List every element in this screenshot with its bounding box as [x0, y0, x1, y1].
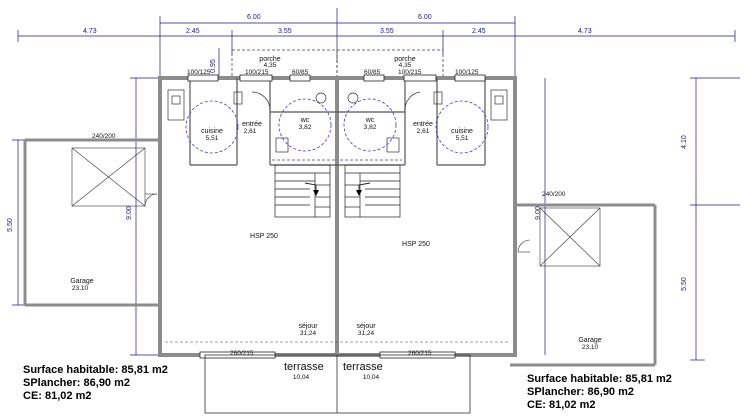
label-hsp-left: HSP 250	[250, 233, 278, 240]
stairs-right	[344, 164, 401, 218]
area-porche-right: 4,35	[399, 62, 412, 69]
fixtures	[167, 89, 508, 153]
label-right-bay: 260/215	[408, 350, 432, 357]
garage-left-shaft	[71, 147, 158, 207]
area-sejour-right: 31,24	[358, 330, 375, 337]
summary-right-ce: CE: 81,02 m2	[527, 399, 596, 411]
room-wc-left: wc	[300, 117, 310, 124]
side-dimension-lines	[12, 48, 740, 361]
area-terrasse-right: 10,04	[363, 374, 380, 381]
summary-right-habitable: Surface habitable: 85,81 m2	[527, 373, 672, 385]
summary-left-ce: CE: 81,02 m2	[23, 390, 92, 402]
area-garage-left: 23,10	[72, 285, 89, 292]
room-garage-left: Garage	[70, 278, 93, 285]
room-sejour-right: séjour	[356, 323, 376, 330]
top-windows	[187, 74, 486, 82]
dim-right-upper: 4.10	[681, 135, 688, 149]
area-terrasse-left: 10,04	[293, 374, 310, 381]
label-left-door-entree: 100/215	[245, 69, 269, 76]
summary-left-plancher: SPlancher: 86,90 m2	[23, 377, 131, 389]
stairs-left	[274, 164, 331, 218]
area-entree-left: 2,61	[244, 128, 257, 135]
area-wc-right: 3,82	[364, 124, 377, 131]
building-walls	[158, 76, 517, 357]
garage-left	[23, 138, 160, 307]
room-entree-left: entrée	[242, 121, 262, 128]
dim-left-a: 2.45	[186, 28, 200, 35]
dim-outer-right: 4.73	[578, 28, 592, 35]
area-wc-left: 3,82	[299, 124, 312, 131]
summary-right: Surface habitable: 85,81 m2 SPlancher: 8…	[527, 373, 672, 412]
room-cuisine-right: cuisine	[451, 128, 473, 135]
summary-right-plancher: SPlancher: 86,90 m2	[527, 386, 635, 398]
room-cuisine-left: cuisine	[201, 128, 223, 135]
room-porche-right: porche	[394, 56, 416, 63]
stairs-left-arrow	[313, 190, 319, 196]
dim-outer-left: 4.73	[83, 28, 97, 35]
turning-circles	[185, 98, 489, 161]
top-dimension-lines	[17, 8, 736, 78]
terrasse	[204, 354, 471, 414]
summary-left: Surface habitable: 85,81 m2 SPlancher: 8…	[23, 364, 168, 403]
dim-right-a: 2.45	[472, 28, 486, 35]
garage-right	[510, 203, 657, 367]
label-right-door-entree: 100/215	[398, 69, 422, 76]
dim-right-lower: 5.50	[681, 277, 688, 291]
label-right-door-wc: 60/85	[364, 69, 381, 76]
room-wc-right: wc	[365, 117, 375, 124]
area-cuisine-right: 5,51	[456, 135, 469, 142]
dim-center-left: 3.55	[278, 28, 292, 35]
area-porche-left: 4,35	[264, 62, 277, 69]
area-sejour-left: 31,24	[300, 330, 317, 337]
room-terrasse-right: terrasse	[343, 361, 383, 373]
area-entree-right: 2,61	[417, 128, 430, 135]
room-porche-left: porche	[259, 56, 281, 63]
area-garage-right: 23,10	[582, 344, 599, 351]
dim-center-right: 3.55	[380, 28, 394, 35]
dim-porch-depth: 0.95	[210, 59, 217, 73]
area-cuisine-left: 5,51	[206, 135, 219, 142]
label-left-garage-door: 240/200	[92, 133, 116, 140]
label-hsp-right: HSP 250	[402, 241, 430, 248]
label-left-door-wc: 60/85	[292, 69, 309, 76]
label-left-window-cuisine: 100/125	[187, 69, 211, 76]
dim-total-right: 6.00	[418, 14, 432, 21]
label-right-garage-door: 240/200	[542, 191, 566, 198]
label-right-window-cuisine: 100/125	[455, 69, 479, 76]
garage-right-shaft	[517, 207, 601, 267]
room-terrasse-left: terrasse	[284, 361, 324, 373]
dim-left-garage: 5.50	[7, 218, 14, 232]
dim-left-house: 9.00	[126, 206, 133, 220]
dim-right-house: 9.00	[535, 206, 542, 220]
dim-total-left: 6.00	[247, 14, 261, 21]
stairs-right-arrow	[356, 190, 362, 196]
room-entree-right: entrée	[413, 121, 433, 128]
summary-left-habitable: Surface habitable: 85,81 m2	[23, 364, 168, 376]
label-left-bay: 260/215	[230, 350, 254, 357]
room-garage-right: Garage	[578, 337, 601, 344]
room-sejour-left: séjour	[298, 323, 318, 330]
